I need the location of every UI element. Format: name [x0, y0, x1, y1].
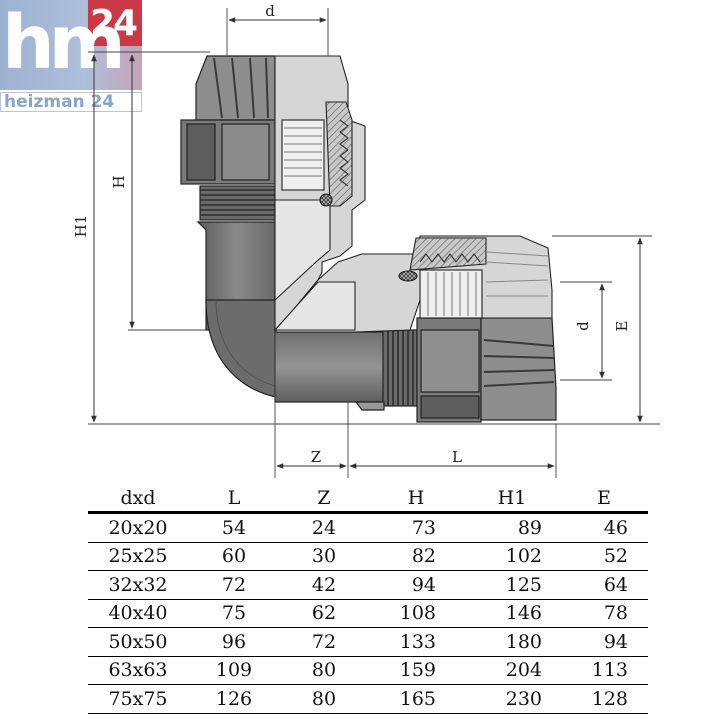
table-row: 25x25 60 30 82 102 52	[88, 542, 648, 571]
table-cell: 102	[505, 545, 542, 568]
table-cell: 73	[411, 516, 436, 539]
logo-badge-text: 24	[90, 3, 138, 44]
table-cell: 62	[311, 602, 337, 625]
column-header: dxd	[120, 486, 156, 509]
table-cell: 40x40	[108, 602, 168, 625]
table-cell: 46	[603, 516, 628, 539]
column-header: E	[597, 486, 611, 509]
table-cell: 72	[311, 630, 337, 653]
table-cell: 128	[591, 687, 628, 710]
column-header: H1	[497, 486, 527, 509]
label-d-right: d	[574, 321, 592, 331]
table-cell: 60	[221, 545, 247, 568]
table-cell: 75x75	[108, 687, 168, 710]
table-cell: 25x25	[108, 545, 168, 568]
dimension-table: dxd L Z H H1 E 20x20 54 24 73 89 46 25x2…	[88, 484, 648, 714]
table-cell: 109	[215, 659, 253, 682]
table-cell: 146	[505, 602, 542, 625]
table-cell: 113	[591, 659, 628, 682]
logo-wordmark-bar	[0, 92, 142, 112]
table-cell: 52	[603, 545, 628, 568]
label-L: L	[452, 448, 462, 466]
table-cell: 108	[399, 602, 436, 625]
logo-mark: hm	[2, 0, 126, 86]
column-header: Z	[317, 486, 331, 509]
table-cell: 42	[311, 573, 337, 596]
table-row: 75x75 126 80 165 230 128	[88, 685, 648, 713]
table-cell: 80	[311, 687, 337, 710]
fitting-exterior-half	[180, 55, 557, 423]
dimension-extension-lines	[88, 8, 660, 478]
table-cell: 75	[221, 602, 247, 625]
column-header: H	[407, 486, 425, 509]
table-cell: 63x63	[108, 659, 168, 682]
table-row: 63x63 109 80 159 204 113	[88, 656, 648, 685]
table-cell: 230	[505, 687, 542, 710]
brand-logo[interactable]: hm 24 heizman 24	[0, 0, 142, 112]
table-cell: 96	[221, 630, 247, 653]
elbow-fitting-drawing: d H H1 d E Z L	[72, 2, 660, 478]
column-header: L	[227, 486, 241, 509]
table-cell: 133	[399, 630, 436, 653]
table-row: 40x40 75 62 108 146 78	[88, 599, 648, 628]
table-cell: 159	[399, 659, 436, 682]
table-cell: 82	[411, 545, 436, 568]
table-cell: 20x20	[108, 516, 168, 539]
table-cell: 125	[505, 573, 542, 596]
table-cell: 89	[517, 516, 542, 539]
table-cell: 204	[505, 659, 542, 682]
table-row: 20x20 54 24 73 89 46	[88, 513, 648, 542]
label-E: E	[613, 321, 631, 332]
table-cell: 54	[221, 516, 247, 539]
table-cell: 126	[215, 687, 253, 710]
label-Z: Z	[311, 448, 321, 466]
table-cell: 32x32	[108, 573, 168, 596]
label-d-top: d	[265, 2, 275, 20]
fitting-section-half	[273, 55, 553, 334]
table-cell: 30	[311, 545, 337, 568]
table-cell: 64	[603, 573, 628, 596]
table-cell: 165	[399, 687, 436, 710]
table-cell: 80	[311, 659, 337, 682]
logo-wordmark: heizman 24	[4, 92, 115, 112]
dimension-arrows	[91, 17, 643, 469]
table-cell: 94	[411, 573, 436, 596]
label-H: H	[110, 175, 128, 188]
logo-badge-background	[88, 0, 142, 46]
table-cell: 180	[505, 630, 542, 653]
table-cell: 78	[603, 602, 628, 625]
table-cell: 72	[221, 573, 247, 596]
table-header-row: dxd L Z H H1 E	[88, 484, 648, 513]
table-cell: 50x50	[108, 630, 168, 653]
table-row: 50x50 96 72 133 180 94	[88, 628, 648, 656]
table-cell: 24	[311, 516, 337, 539]
label-H1: H1	[72, 215, 90, 238]
table-cell: 94	[603, 630, 628, 653]
table-row: 32x32 72 42 94 125 64	[88, 571, 648, 599]
